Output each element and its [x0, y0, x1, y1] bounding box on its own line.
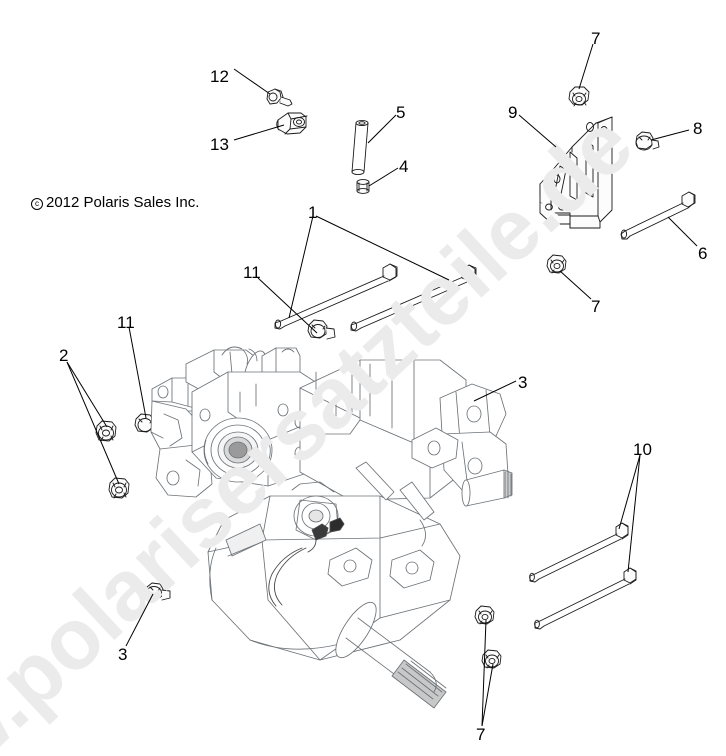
leader-2-b	[66, 361, 120, 485]
leader-8	[650, 129, 690, 141]
leader-10-b	[627, 454, 641, 573]
callout-label-6: 6	[698, 244, 708, 263]
leader-7-bottom-a	[481, 619, 487, 727]
leader-2-a	[66, 361, 108, 428]
callout-label-7-top: 7	[591, 29, 601, 48]
callout-label-8: 8	[693, 119, 703, 138]
leader-6	[667, 216, 698, 247]
leader-7-top	[578, 43, 594, 90]
leader-9	[518, 114, 557, 148]
copyright-text: 2012 Polaris Sales Inc.	[46, 194, 200, 211]
leader-10-a	[618, 454, 641, 530]
leader-12	[233, 68, 271, 95]
leader-7-middle	[559, 270, 592, 300]
leader-3-bottom	[125, 593, 154, 647]
leader-13	[233, 124, 285, 141]
leader-1-b	[315, 215, 450, 281]
leader-5	[367, 114, 397, 144]
leader-11-upper	[257, 277, 318, 334]
leader-3-right	[473, 380, 517, 402]
leader-1-a	[288, 215, 314, 319]
leader-11-lower	[128, 326, 147, 419]
callout-label-12: 12	[210, 67, 229, 86]
copyright-symbol-icon: c	[31, 198, 43, 210]
leader-4	[368, 167, 399, 187]
